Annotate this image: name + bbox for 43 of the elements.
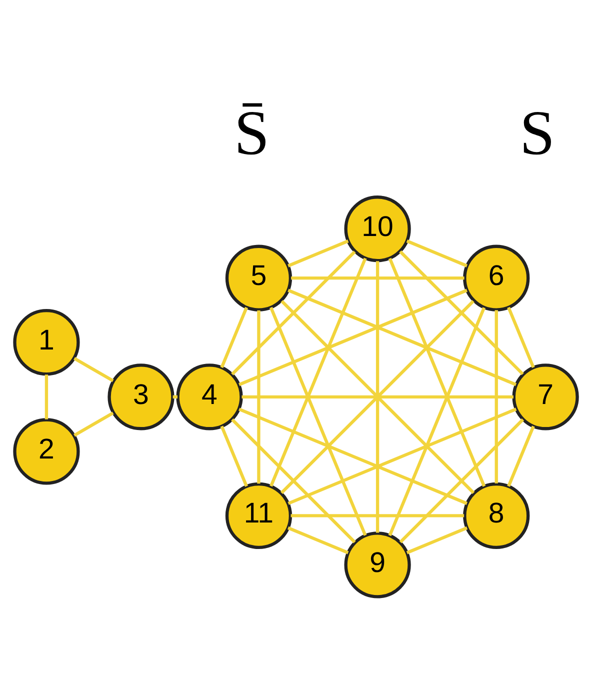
connector (406, 239, 468, 267)
connector (507, 306, 535, 368)
connector (288, 526, 349, 554)
connector (494, 310, 498, 483)
connector (238, 288, 468, 386)
node-circle: 6 (463, 244, 530, 311)
connector (44, 374, 48, 419)
connector (238, 407, 468, 504)
node-circle: 1 (13, 308, 80, 376)
connector (231, 250, 356, 375)
connector (288, 239, 349, 267)
node-circle: 2 (13, 418, 80, 484)
connector (507, 425, 535, 486)
node-circle: 8 (463, 482, 530, 549)
connector (269, 306, 367, 536)
connector (388, 257, 486, 486)
node-circle: 5 (225, 244, 292, 311)
node-circle: 9 (344, 531, 411, 598)
connector (257, 310, 260, 484)
connector (288, 288, 517, 386)
connector (74, 411, 114, 436)
connector (231, 418, 356, 543)
connector (220, 425, 248, 486)
connector (288, 407, 517, 504)
node-circle: 7 (512, 363, 579, 430)
connector (290, 514, 464, 517)
connector (399, 250, 524, 375)
connector (220, 306, 248, 368)
label: S̄ (234, 96, 270, 168)
connector (270, 257, 367, 486)
connector (376, 260, 380, 532)
node-circle: 11 (225, 482, 292, 549)
label: S (520, 96, 555, 168)
node-circle: 10 (344, 195, 411, 262)
connector (406, 526, 468, 554)
node-circle: 3 (108, 363, 174, 430)
connector (242, 394, 514, 398)
connector (74, 356, 114, 382)
node-circle: 4 (176, 363, 243, 430)
connector (291, 276, 464, 280)
connector (388, 306, 486, 536)
connector (172, 394, 178, 398)
connector (399, 418, 524, 543)
